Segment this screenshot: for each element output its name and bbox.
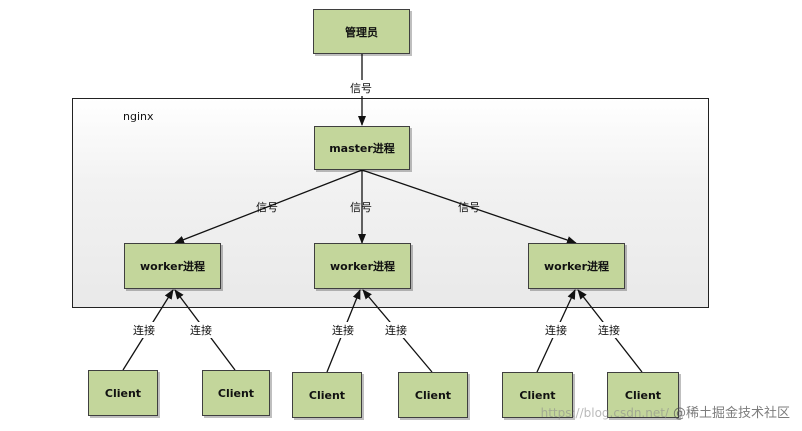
worker-process-label: worker进程 [543,260,610,273]
client-label: Client [519,388,556,402]
connect-label: 连接 [190,322,212,338]
client-node: Client [292,372,362,418]
client-label: Client [414,388,452,402]
nginx-label: nginx [123,110,154,123]
worker-process-node: worker进程 [314,243,411,289]
worker-process-node: worker进程 [528,243,625,289]
signal-label-worker-3: 信号 [458,201,480,214]
client-label: Client [308,388,346,402]
master-process-label: master进程 [329,142,395,155]
connect-label: 连接 [385,322,407,338]
master-process-node: master进程 [314,126,410,170]
signal-label-worker-1: 信号 [256,201,278,214]
client-node: Client [607,372,679,418]
edge-master-worker-1 [174,169,363,244]
client-node: Client [398,372,468,418]
client-node: Client [202,370,270,416]
connect-label: 连接 [332,322,354,338]
client-label: Client [104,386,142,400]
worker-process-label: worker进程 [329,260,396,273]
signal-label-worker-2: 信号 [350,201,372,214]
admin-node: 管理员 [313,9,410,54]
watermark-site: https://blog.csdn.net/ [540,406,669,420]
edge-master-worker-3 [361,169,577,244]
connect-label: 连接 [133,322,155,338]
signal-label-admin: 信号 [350,80,372,96]
watermark-text: @稀土掘金技术社区 [672,406,790,421]
admin-node-label: 管理员 [345,25,378,39]
worker-process-node: worker进程 [124,243,221,289]
connect-label: 连接 [598,322,620,338]
client-node: Client [88,370,158,416]
watermark: https://blog.csdn.net/@稀土掘金技术社区 [541,402,790,421]
connect-label: 连接 [545,322,567,338]
worker-process-label: worker进程 [139,260,206,273]
client-node: Client [502,372,573,418]
client-label: Client [217,386,255,400]
client-label: Client [624,388,662,402]
